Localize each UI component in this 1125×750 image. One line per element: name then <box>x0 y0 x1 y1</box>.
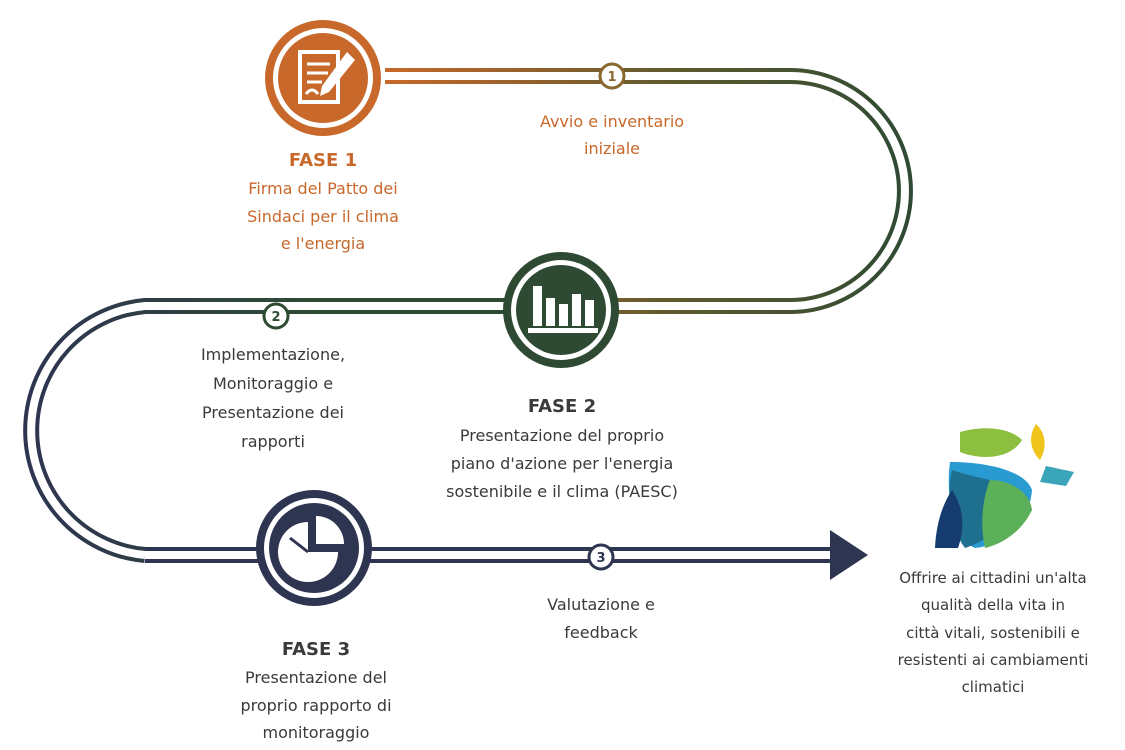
track-segment-3 <box>145 530 868 580</box>
step-number-2: 2 <box>271 310 280 325</box>
phase-2-title: FASE 2 <box>528 396 596 417</box>
step-marker-3: 3 <box>587 543 615 571</box>
outcome-line-4: resistenti ai cambiamenti <box>898 651 1089 669</box>
step-number-1: 1 <box>607 70 616 85</box>
step-1-label-line-1: Avvio e inventario <box>540 112 684 131</box>
outcome-line-1: Offrire ai cittadini un'alta <box>899 569 1087 587</box>
step-1-label-line-2: iniziale <box>584 139 640 158</box>
phase-2-badge <box>503 252 619 368</box>
track-segment-1 <box>385 68 913 314</box>
phase-1-badge <box>265 20 381 136</box>
phase-1-desc-line-3: e l'energia <box>281 234 365 253</box>
step-3-label: Valutazione e feedback <box>547 595 655 642</box>
step-marker-2: 2 <box>262 302 290 330</box>
step-2-label-line-3: Presentazione dei <box>202 403 344 422</box>
phase-3-desc-line-3: monitoraggio <box>263 723 370 742</box>
arrow-head-icon <box>830 530 868 580</box>
step-marker-1: 1 <box>598 62 626 90</box>
phase-1-title: FASE 1 <box>289 150 357 171</box>
phase-2-text: FASE 2 Presentazione del proprio piano d… <box>446 396 678 501</box>
step-2-label-line-2: Monitoraggio e <box>213 374 333 393</box>
phase-3-text: FASE 3 Presentazione del proprio rapport… <box>240 639 391 742</box>
phase-3-desc-line-2: proprio rapporto di <box>240 696 391 715</box>
step-2-label-line-4: rapporti <box>241 432 305 451</box>
phase-3-desc-line-1: Presentazione del <box>245 668 387 687</box>
phase-2-desc-line-3: sostenibile e il clima (PAESC) <box>446 482 678 501</box>
phase-3-title: FASE 3 <box>282 639 350 660</box>
track-segment-2 <box>23 298 505 563</box>
outcome-text: Offrire ai cittadini un'alta qualità del… <box>898 569 1089 696</box>
step-2-label-line-1: Implementazione, <box>201 345 345 364</box>
outcome-line-3: città vitali, sostenibili e <box>906 624 1080 642</box>
phase-2-desc-line-2: piano d'azione per l'energia <box>451 454 674 473</box>
bar-chart-icon <box>528 286 598 333</box>
covenant-of-mayors-logo-icon <box>935 424 1074 548</box>
phase-2-desc-line-1: Presentazione del proprio <box>460 426 664 445</box>
step-3-label-line-2: feedback <box>564 623 638 642</box>
outcome-line-2: qualità della vita in <box>921 596 1065 614</box>
outcome-line-5: climatici <box>962 678 1025 696</box>
pie-chart-icon <box>278 516 344 582</box>
step-2-label: Implementazione, Monitoraggio e Presenta… <box>201 345 345 451</box>
phase-3-badge <box>256 490 372 606</box>
document-signature-icon <box>298 50 355 104</box>
phase-1-desc-line-2: Sindaci per il clima <box>247 207 399 226</box>
step-3-label-line-1: Valutazione e <box>547 595 655 614</box>
phase-1-desc-line-1: Firma del Patto dei <box>248 179 397 198</box>
phase-1-text: FASE 1 Firma del Patto dei Sindaci per i… <box>247 150 399 253</box>
step-number-3: 3 <box>596 551 605 566</box>
step-1-label: Avvio e inventario iniziale <box>540 112 684 158</box>
